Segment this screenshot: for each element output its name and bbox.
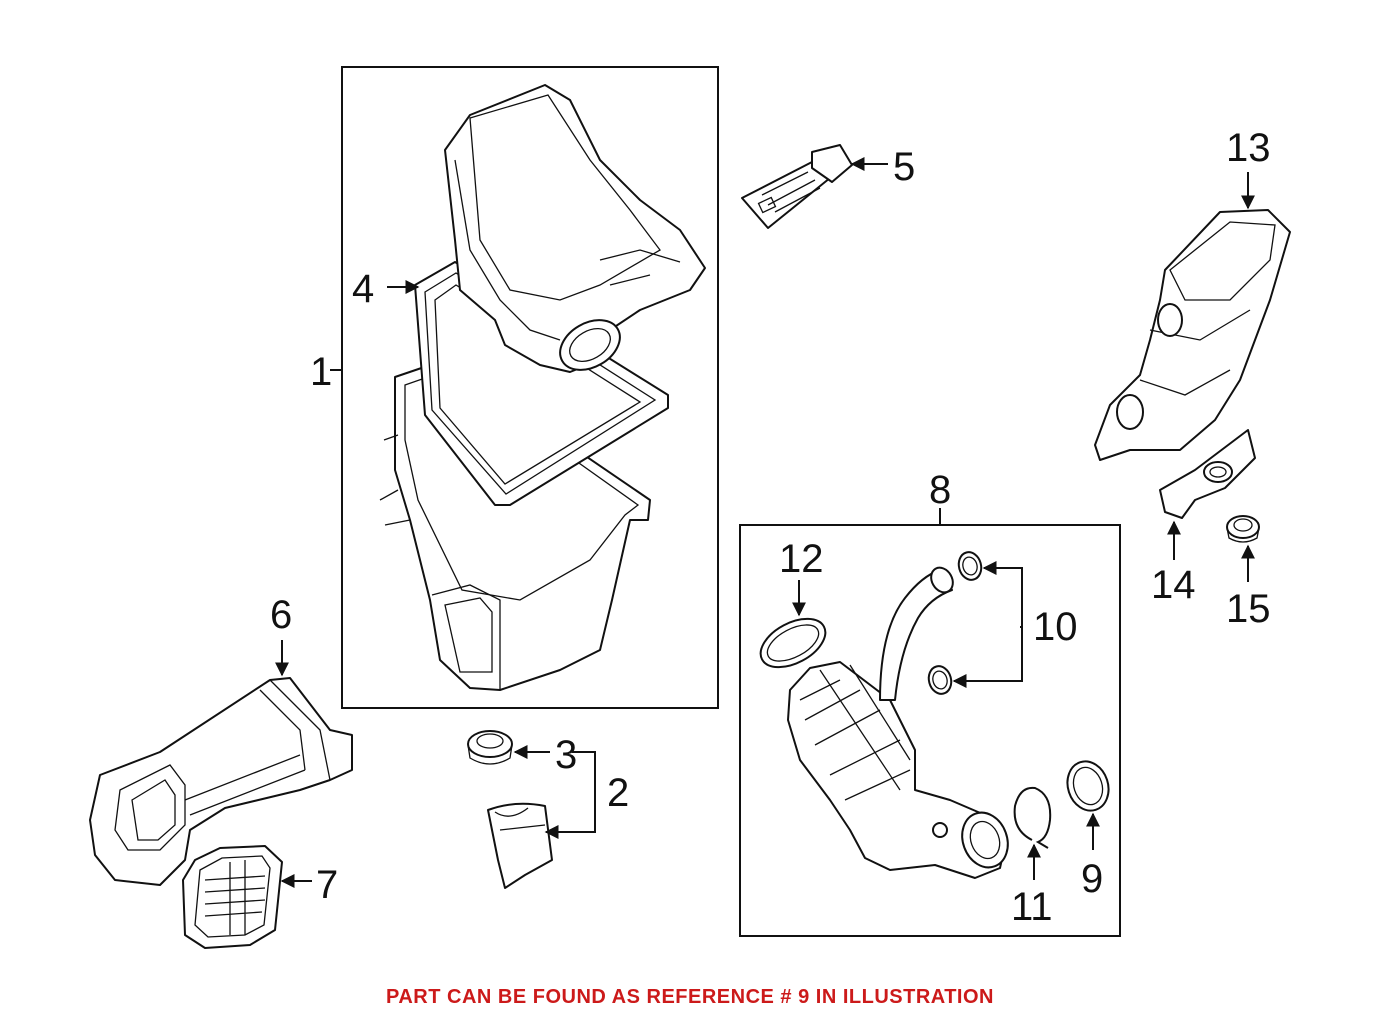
resonator-housing — [1094, 209, 1291, 461]
bracket — [487, 802, 553, 889]
callout-2: 2 — [607, 771, 629, 815]
callout-5: 5 — [893, 145, 915, 189]
grommet-15 — [1226, 515, 1260, 543]
grommet — [467, 730, 513, 765]
callout-13: 13 — [1226, 126, 1271, 170]
footer-note: PART CAN BE FOUND AS REFERENCE # 9 IN IL… — [386, 986, 994, 1008]
air-cleaner-assembly-frame — [341, 66, 719, 709]
intake-hose — [787, 566, 1009, 879]
callout-9: 9 — [1081, 857, 1103, 901]
seal-ring-lower — [927, 665, 953, 695]
leader-lines — [275, 157, 1255, 888]
intake-hose-kit-frame — [739, 524, 1121, 937]
callout-14: 14 — [1151, 563, 1196, 607]
hose-clamp-12 — [759, 617, 827, 669]
seal-ring-9 — [1066, 760, 1110, 812]
spring-clip — [1013, 786, 1052, 849]
air-mass-sensor — [741, 144, 853, 229]
callout-10: 10 — [1033, 605, 1078, 649]
callout-6: 6 — [270, 593, 292, 637]
callout-15: 15 — [1226, 587, 1271, 631]
callout-3: 3 — [555, 733, 577, 777]
holder — [1159, 429, 1256, 519]
air-cleaner-upper-cover — [444, 84, 706, 373]
callout-12: 12 — [779, 537, 824, 581]
callout-11: 11 — [1011, 885, 1053, 929]
intake-grille — [182, 845, 283, 949]
seal-ring-upper — [957, 551, 983, 581]
callout-8: 8 — [929, 468, 951, 512]
air-intake-duct — [89, 677, 353, 886]
callout-7: 7 — [316, 863, 338, 907]
callout-1: 1 — [310, 350, 332, 394]
callout-4: 4 — [352, 267, 374, 311]
